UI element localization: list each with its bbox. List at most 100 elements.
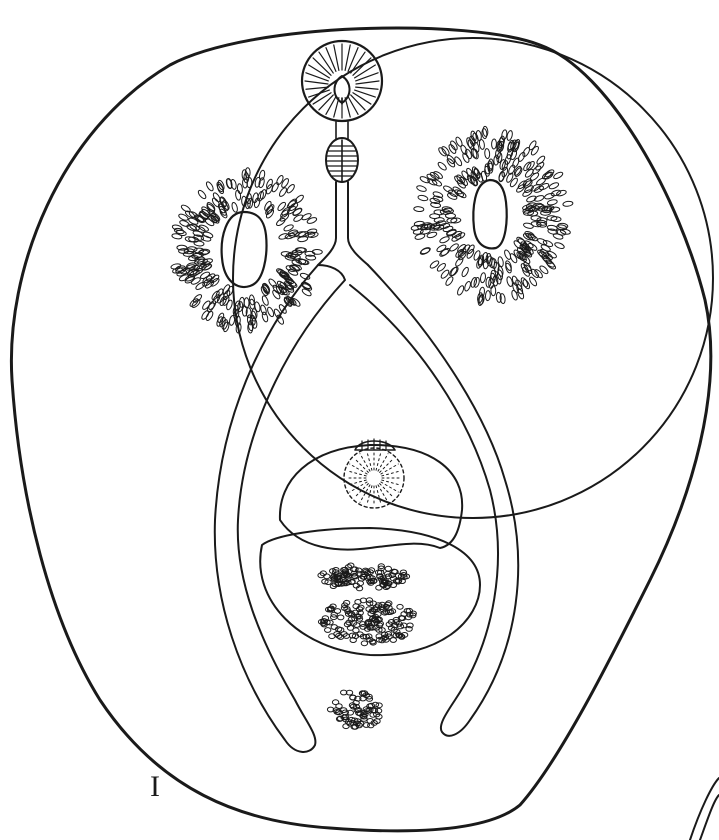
vitelline-follicle <box>301 288 312 297</box>
vitelline-follicle <box>447 217 457 223</box>
vitelline-follicle <box>537 237 548 246</box>
vitelline-follicle <box>491 139 496 149</box>
right-vitellarium-core <box>473 180 506 248</box>
ventral-sucker-ray <box>382 480 401 485</box>
vitelline-follicle <box>547 199 558 206</box>
vitelline-follicle <box>485 290 490 300</box>
anterior-sucker <box>302 41 382 121</box>
vitelline-follicle <box>454 256 464 267</box>
ventral-sucker-ray <box>347 471 366 476</box>
figure-number: I <box>150 772 160 802</box>
sucker-muscle-line <box>306 73 328 81</box>
vitelline-follicle <box>200 310 210 321</box>
vitelline-follicle <box>503 249 511 260</box>
vitelline-follicle <box>563 201 574 207</box>
vitelline-follicle <box>464 281 472 292</box>
vitelline-follicle <box>439 248 450 258</box>
anterior-testis <box>318 563 410 591</box>
vitelline-follicle <box>460 144 469 155</box>
vitelline-follicle <box>505 260 513 271</box>
ventral-sucker-ray <box>376 486 381 505</box>
ventral-sucker-ray <box>382 471 401 476</box>
vitelline-follicle <box>480 272 486 283</box>
ventral-sucker-ray <box>376 451 381 470</box>
vitelline-follicle <box>305 255 315 261</box>
vitelline-follicle <box>437 161 448 171</box>
left-vitellarium-core <box>222 212 267 287</box>
vitelline-follicle <box>539 182 550 191</box>
left-vitellarium <box>171 168 323 334</box>
vitelline-follicle <box>456 285 465 296</box>
gonad-cell <box>385 566 391 571</box>
vitelline-follicle <box>300 272 311 280</box>
vitelline-follicle <box>206 302 216 313</box>
vitelline-follicle <box>483 126 489 136</box>
vitelline-follicle <box>280 177 289 188</box>
vitelline-follicle <box>414 206 424 212</box>
vitelline-follicle <box>416 185 427 193</box>
vitelline-follicle <box>429 260 440 270</box>
sucker-muscle-line <box>356 73 378 81</box>
vitelline-follicle <box>449 140 458 151</box>
sucker-muscle-line <box>356 87 378 89</box>
vitelline-follicle <box>184 276 195 285</box>
vitelline-follicle <box>306 216 317 224</box>
sucker-muscle-line <box>356 81 379 84</box>
vitelline-follicle <box>194 241 205 247</box>
gonad-cell <box>338 615 344 620</box>
sucker-muscle-line <box>305 81 328 84</box>
gonad-cell <box>325 628 331 633</box>
vitelline-follicle <box>439 236 450 244</box>
vitelline-follicle <box>481 128 487 138</box>
vitelline-follicle <box>430 214 440 219</box>
right-caecum <box>350 265 518 736</box>
sucker-muscle-line <box>351 95 365 110</box>
vitelline-follicle <box>201 235 212 242</box>
gonad-cell <box>334 609 340 614</box>
gonad-cell <box>361 641 367 646</box>
vitelline-follicle <box>524 168 534 179</box>
vitelline-follicle <box>275 217 286 227</box>
body-outline <box>11 28 710 831</box>
vitelline-follicle <box>517 151 526 162</box>
vitelline-follicle <box>548 182 559 190</box>
vitelline-follicle <box>275 175 284 186</box>
vitelline-follicle <box>522 178 533 188</box>
adjacent-figure-edge <box>690 778 719 840</box>
vitelline-follicle <box>229 315 236 326</box>
gonad-cell <box>376 585 382 590</box>
vitelline-follicle <box>301 281 312 290</box>
pharynx <box>326 122 358 182</box>
posterior-testis <box>318 598 416 646</box>
vitelline-follicle <box>461 266 470 277</box>
vitelline-follicle <box>534 195 545 203</box>
vitelline-follicle <box>276 314 285 325</box>
vitelline-follicle <box>419 247 430 256</box>
vitelline-follicle <box>450 266 460 277</box>
vitelline-follicle <box>484 148 490 158</box>
oesophagus <box>318 182 368 265</box>
gonad-cell <box>336 704 342 709</box>
vitelline-follicle <box>426 231 437 238</box>
vitelline-follicle <box>543 171 554 180</box>
vitelline-follicle <box>530 145 540 156</box>
right-vitellarium <box>411 126 573 306</box>
vitelline-follicle <box>542 239 553 247</box>
sucker-muscle-line <box>326 97 336 115</box>
vitelline-follicle <box>278 187 288 198</box>
gonad-cell <box>397 604 403 609</box>
gonad-cell <box>376 703 382 708</box>
vitelline-follicle <box>205 181 214 192</box>
vitelline-follicle <box>268 278 278 289</box>
gonad-cell <box>390 638 396 643</box>
vitelline-follicle <box>509 177 519 188</box>
vitelline-follicle <box>261 295 269 306</box>
vitelline-follicle <box>197 189 207 200</box>
ventral-sucker-ray <box>367 451 372 470</box>
vitelline-follicle <box>212 192 221 203</box>
vitelline-follicle <box>546 260 557 270</box>
vitelline-follicle <box>417 195 428 202</box>
vitelline-follicle <box>177 245 187 250</box>
ovary <box>327 690 382 729</box>
